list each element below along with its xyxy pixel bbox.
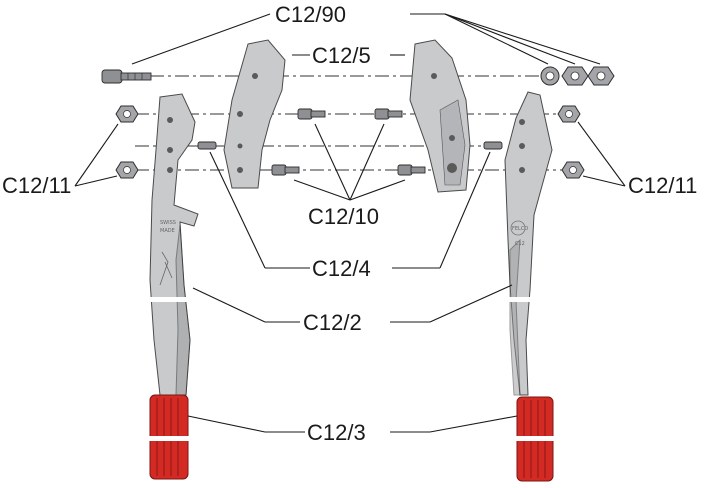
left-blade [223,39,286,189]
main-bolt [101,69,152,84]
left-grip [140,394,198,480]
right-handle: FELCO C12 [504,91,555,396]
felco-logo-icon [510,220,526,236]
label-c12-3: C12/3 [307,420,366,445]
label-c12-4: C12/4 [312,256,371,281]
label-c12-2: C12/2 [303,310,362,335]
pins-c12-4 [197,141,503,150]
label-c12-90: C12/90 [275,2,346,27]
left-handle: SWISS MADE [143,93,199,396]
right-blade [409,39,471,193]
leader-lines [74,13,626,433]
left-nuts-c12-11 [115,105,139,179]
label-c12-11-right: C12/11 [628,173,697,198]
screws-c12-10 [271,108,426,176]
left-handle-logo-figure [159,251,173,286]
left-handle-engraving-made: MADE [160,228,175,234]
label-c12-10: C12/10 [308,204,379,229]
label-c12-11-left: C12/11 [2,173,71,198]
right-handle-brand: FELCO [512,226,528,232]
right-grip [507,396,563,482]
label-c12-5: C12/5 [312,43,371,68]
left-handle-engraving-swiss: SWISS [160,220,176,226]
bolt-nuts-c12-90 [540,66,615,86]
right-handle-model: C12 [515,241,525,247]
right-nuts-c12-11 [557,105,585,179]
